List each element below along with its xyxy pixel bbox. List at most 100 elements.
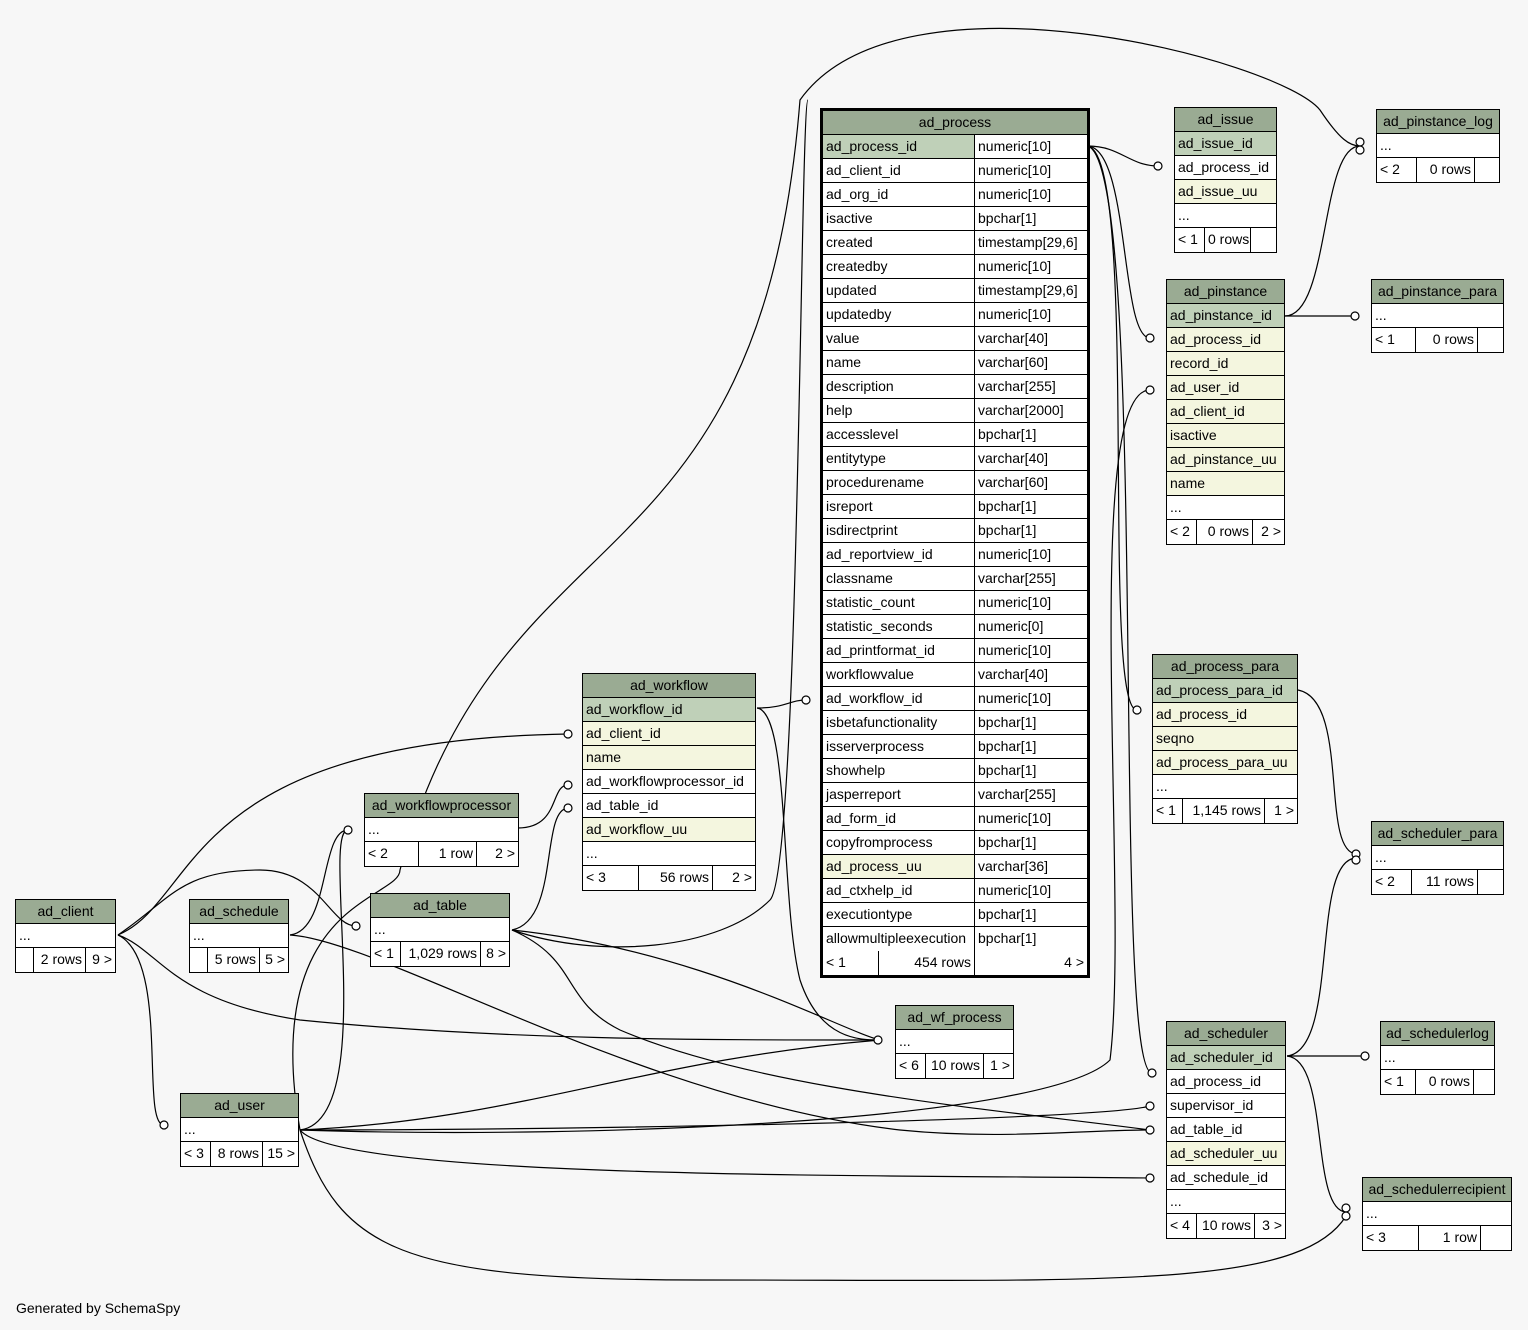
column-row[interactable]: ... [1167, 496, 1284, 520]
column-row[interactable]: name [583, 746, 755, 770]
column-row[interactable]: ... [1167, 1190, 1285, 1214]
column-row[interactable]: ad_scheduler_uu [1167, 1142, 1285, 1166]
column-row[interactable]: ad_table_id [583, 794, 755, 818]
column-row[interactable]: record_id [1167, 352, 1284, 376]
column-row[interactable]: ... [1153, 775, 1297, 799]
table-title: ad_process_para [1170, 658, 1280, 674]
column-row[interactable]: ... [371, 918, 509, 942]
column-row[interactable]: ad_pinstance_uu [1167, 448, 1284, 472]
column-row[interactable]: ad_process_id [1167, 328, 1284, 352]
column-row[interactable]: ad_table_id [1167, 1118, 1285, 1142]
column-row[interactable]: ... [1381, 1046, 1494, 1070]
column-row[interactable]: ... [16, 924, 115, 948]
column-row[interactable]: ... [190, 924, 288, 948]
column-row[interactable]: ad_user_id [1167, 376, 1284, 400]
column-row[interactable]: ... [365, 818, 518, 842]
column-row[interactable]: ad_client_id [583, 722, 755, 746]
column-name: name [586, 749, 622, 765]
column-row[interactable]: ... [1372, 846, 1503, 870]
column-row[interactable]: ... [1372, 304, 1503, 328]
table-title: ad_workflowprocessor [371, 797, 512, 813]
column-row[interactable]: isactive [1167, 424, 1284, 448]
column-name: ad_table_id [586, 797, 659, 813]
parent-count: < 1 [1153, 799, 1183, 823]
column-row[interactable]: ad_issue_uu [1175, 180, 1276, 204]
column-row[interactable]: ad_issue_id [1175, 132, 1276, 156]
column-row[interactable]: ... [1377, 134, 1499, 158]
column-row[interactable]: ad_workflow_id [583, 698, 755, 722]
column-row[interactable]: ad_process_id [1175, 156, 1276, 180]
column-row[interactable]: ad_process_para_id [1153, 679, 1297, 703]
column-row[interactable]: ad_client_id [1167, 400, 1284, 424]
column-row[interactable]: supervisor_id [1167, 1094, 1285, 1118]
column-row[interactable]: ... [896, 1030, 1013, 1054]
column-row[interactable]: ad_workflow_uu [583, 818, 755, 842]
column-row[interactable]: ad_process_id [1167, 1070, 1285, 1094]
column-row[interactable]: ad_pinstance_id [1167, 304, 1284, 328]
column-row[interactable]: ... [1175, 204, 1276, 228]
column-row[interactable]: ad_workflowprocessor_id [583, 770, 755, 794]
column-row[interactable]: ... [583, 842, 755, 866]
column-row[interactable]: ad_process_para_uu [1153, 751, 1297, 775]
column-row[interactable]: ... [1363, 1202, 1511, 1226]
column-row[interactable]: seqno [1153, 727, 1297, 751]
column-row[interactable]: ... [181, 1118, 298, 1142]
column-row[interactable]: ad_process_id [1153, 703, 1297, 727]
column-row[interactable]: ad_schedule_id [1167, 1166, 1285, 1190]
column-row[interactable]: name [1167, 472, 1284, 496]
column-row[interactable]: ad_scheduler_id [1167, 1046, 1285, 1070]
column-name: ad_client_id [586, 725, 661, 741]
